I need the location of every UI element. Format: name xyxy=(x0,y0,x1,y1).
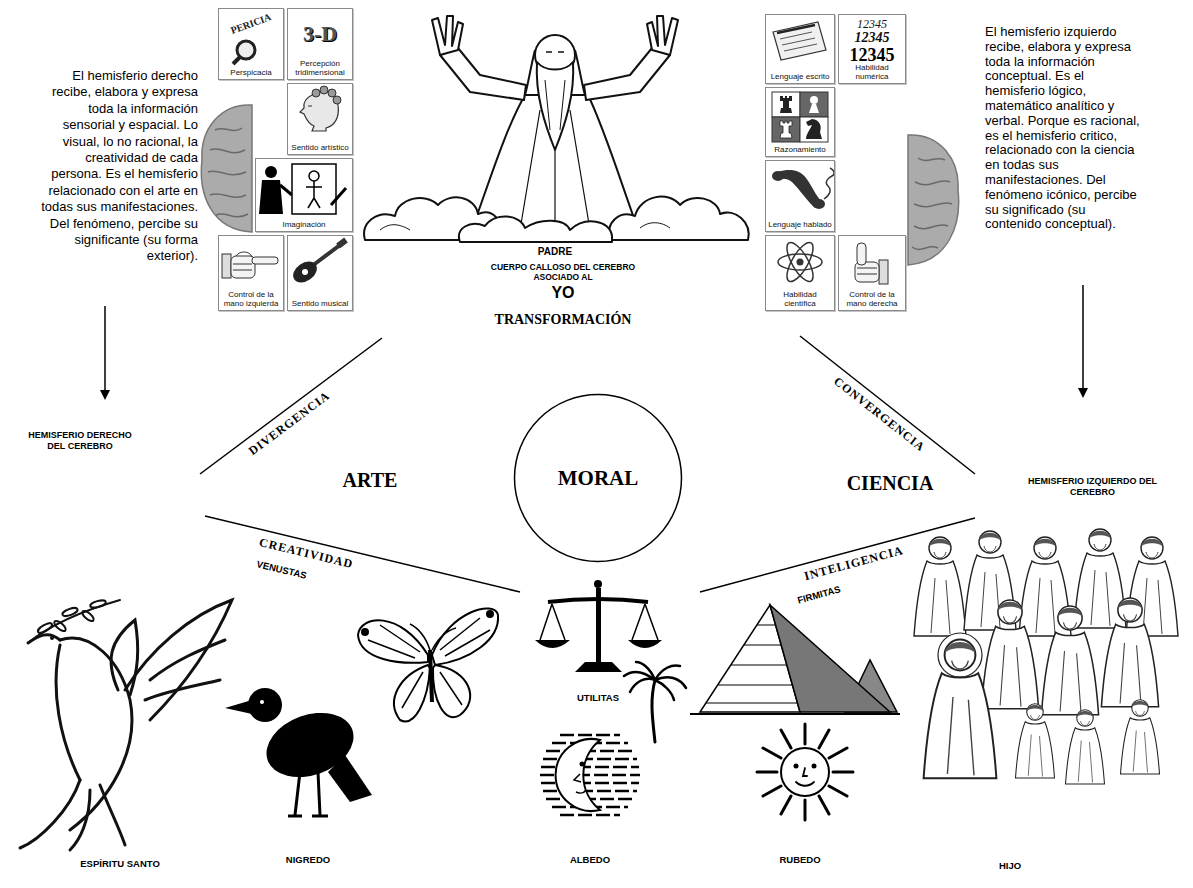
icon-box: Control de la mano derecha xyxy=(838,235,906,311)
brain-right xyxy=(908,135,959,265)
icon-lettering: 12345 xyxy=(839,31,905,45)
imagination-icon xyxy=(259,164,346,214)
father-figure xyxy=(364,16,748,242)
hemisphere-label: HEMISFERIO DERECHO DEL CEREBRO xyxy=(20,430,140,452)
icon-box: Sentido musical xyxy=(287,235,353,311)
icon-box: Sentido artístico xyxy=(287,83,353,155)
description-text: El hemisferio izquierdo recibe, elabora … xyxy=(985,25,1140,232)
heading-text: CUERPO CALLOSO DEL CEREBRO ASOCIADO AL xyxy=(473,262,653,282)
palm-tree xyxy=(624,662,686,742)
thumbs-up-icon xyxy=(855,243,888,284)
moral-circle: MORAL xyxy=(513,393,683,563)
icon-caption: Sentido musical xyxy=(290,299,350,308)
icon-lettering: PERICIA xyxy=(219,8,283,39)
heading-text: TRANSFORMACIÓN xyxy=(493,312,634,328)
symbol-caption: ESPÍRITU SANTO xyxy=(78,859,162,870)
icon-box: Control de la mano izquierda xyxy=(218,235,284,311)
hemisphere-label: HEMISFERIO IZQUIERDO DEL CEREBRO xyxy=(1005,476,1180,498)
line-label: DIVERGENCIA xyxy=(245,388,335,460)
line-label: FIRMITAS xyxy=(794,583,843,606)
circle-label: MORAL xyxy=(558,466,639,491)
icon-caption: Habilidad numérica xyxy=(841,63,903,81)
sun-symbol xyxy=(757,724,853,820)
dove-drawing xyxy=(20,599,232,850)
icon-caption: Habilidad científica xyxy=(768,290,832,308)
pointing-hand-icon xyxy=(222,252,278,278)
line-label: CONVERGENCIA xyxy=(829,374,929,457)
region-label: ARTE xyxy=(341,469,400,492)
atom-icon xyxy=(778,239,822,285)
moon-symbol xyxy=(540,735,640,815)
icon-box: Lenguaje escrito xyxy=(765,14,835,84)
icon-box: 3-D Percepción tridimensional xyxy=(287,8,353,80)
guitar-icon xyxy=(289,240,346,287)
icon-box: 123451234512345Habilidad numérica xyxy=(838,14,906,84)
icon-box: PERICIA Perspicacia xyxy=(218,8,284,80)
icon-caption: Percepción tridimensional xyxy=(290,59,350,77)
butterfly-drawing xyxy=(358,608,498,721)
region-label: CIENCIA xyxy=(845,472,936,495)
icon-box: Imaginación xyxy=(255,158,353,232)
icon-box: Lenguaje hablado xyxy=(765,160,835,232)
icon-caption: Perspicacia xyxy=(221,68,281,77)
icon-caption: Lenguaje hablado xyxy=(768,220,832,229)
son-group-drawing xyxy=(914,529,1178,784)
icon-lettering: 12345 xyxy=(839,46,905,64)
symbol-caption: ALBEDO xyxy=(568,855,612,866)
magnifier-icon xyxy=(233,41,255,64)
icon-caption: Imaginación xyxy=(258,220,350,229)
symbol-caption: NIGREDO xyxy=(284,855,332,866)
symbol-caption: HIJO xyxy=(997,861,1023,872)
symbol-caption: RUBEDO xyxy=(777,855,822,866)
icon-caption: Lenguaje escrito xyxy=(768,72,832,81)
symbol-caption: UTILITAS xyxy=(575,693,621,704)
description-text: El hemisferio derecho recibe, elabora y … xyxy=(40,68,198,265)
icon-lettering: 12345 xyxy=(839,18,905,30)
icon-caption: Sentido artístico xyxy=(290,143,350,152)
icon-caption: Control de la mano izquierda xyxy=(221,290,281,308)
line-label: VENUSTAS xyxy=(254,558,310,582)
statue-icon xyxy=(300,86,341,131)
line-label: INTELIGENCIA xyxy=(801,544,907,585)
pyramid-drawing xyxy=(690,605,900,714)
icon-caption: Control de la mano derecha xyxy=(841,290,903,308)
chess-icon xyxy=(772,92,828,142)
figure-caption: PADRE xyxy=(536,246,574,258)
icon-caption: Razonamiento xyxy=(768,145,832,154)
telephone-icon xyxy=(772,168,834,209)
crow-silhouette xyxy=(225,688,372,816)
newspaper-icon xyxy=(773,22,826,60)
icon-lettering: 3-D xyxy=(288,23,352,45)
scales-symbol xyxy=(535,580,662,672)
icon-box: Habilidad científica xyxy=(765,235,835,311)
icon-box: Razonamiento xyxy=(765,87,835,157)
brain-left xyxy=(201,105,252,232)
heading-text: YO xyxy=(549,284,576,302)
